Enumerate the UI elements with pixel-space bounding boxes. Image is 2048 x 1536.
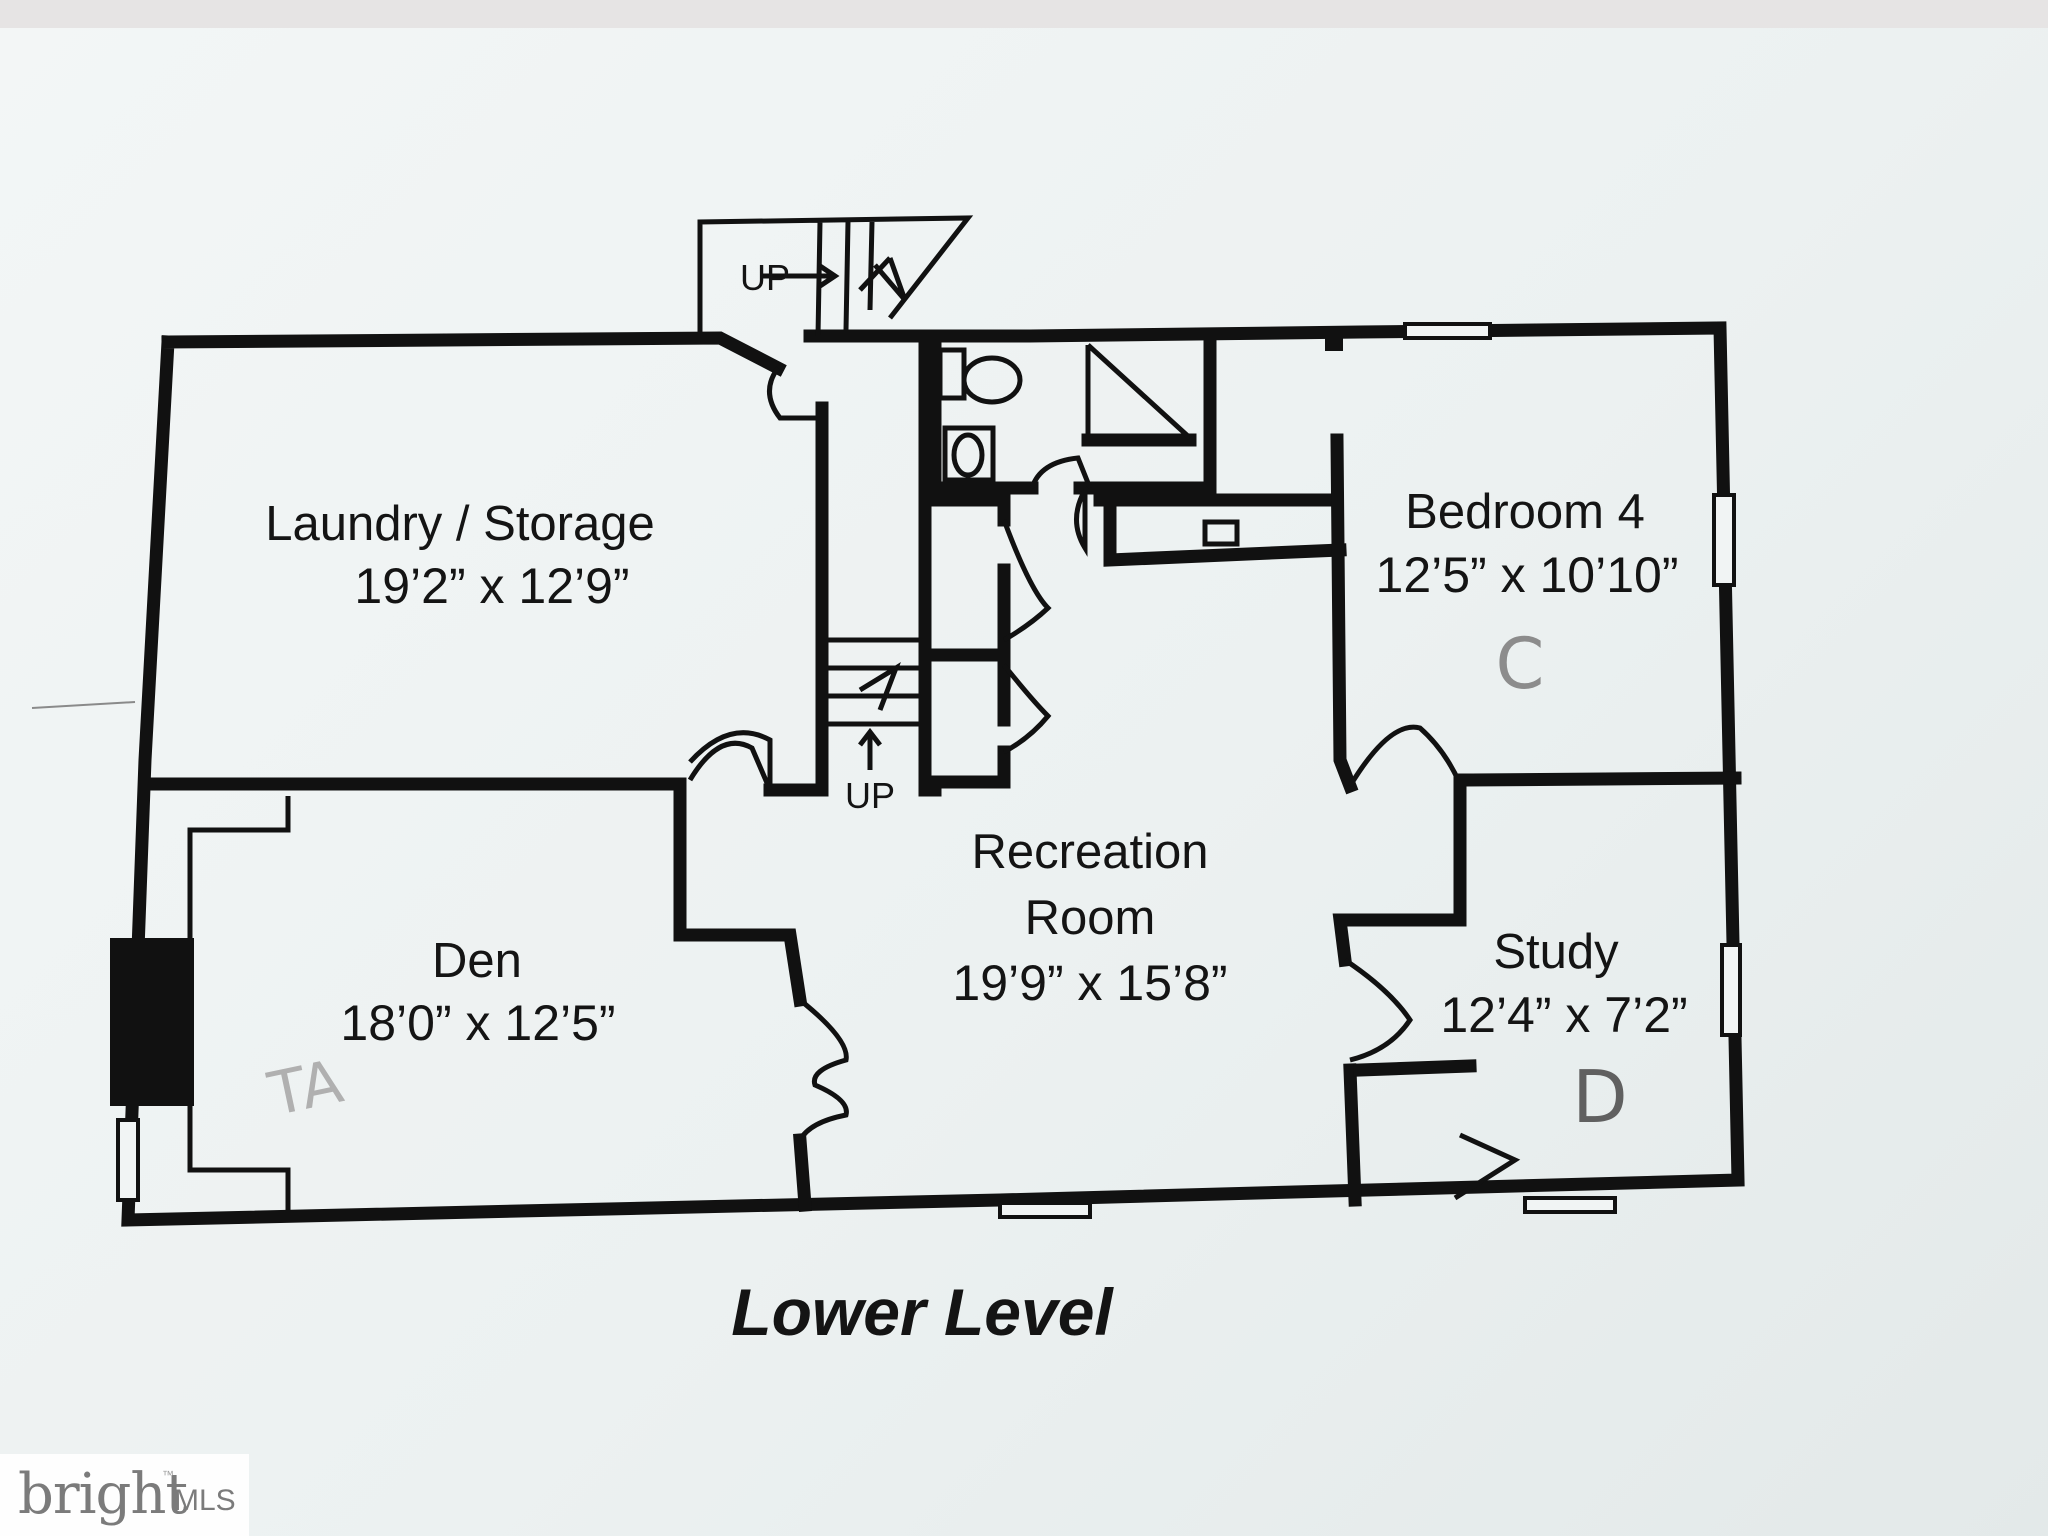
counter-sink [1202,519,1240,547]
wall-bedroom-left [1330,433,1359,795]
room-name-laundry: Laundry / Storage [265,497,655,551]
room-name-recreation-1: Recreation [972,825,1209,879]
study-door [1343,957,1414,1063]
laundry-corner-door [767,366,822,421]
wall-rec-left [673,777,812,1212]
stair-up-label-top: UP [740,257,790,298]
study-closet-door [1453,1132,1521,1201]
interior-stair-arrow [858,727,882,770]
laundry-door-swing [688,730,773,790]
shower [1085,343,1192,440]
toilet-tank [937,347,967,401]
wall-nub [1325,331,1343,351]
brand-trademark: ™ [162,1468,174,1482]
window-bedroom-top [1403,322,1492,340]
wall-closets [928,493,1011,789]
room-name-recreation-2: Room [1025,891,1156,945]
window-rec-bottom [998,1201,1092,1219]
sink-basin [951,432,985,478]
wall-bedroom-bottom [1465,771,1742,787]
bath-door-swing [1029,455,1093,489]
rec-bifold-door [797,998,849,1142]
room-dims-laundry: 19’2” x 12’9” [354,558,629,614]
closet-door-2 [1002,663,1052,755]
exterior-wall [121,321,1745,1227]
pencil-mark-c: C [1496,623,1545,705]
rec-door-left [687,740,773,791]
brand-suffix: MLS [174,1484,236,1517]
wall-stair-left [763,401,829,797]
room-dims-bedroom4: 12’5” x 10’10” [1376,547,1679,603]
den-fireplace [110,938,194,1106]
wall-counter [1103,501,1347,567]
toilet-bowl [961,355,1023,405]
den-fireplace-outline [187,796,291,1210]
den-window [116,1118,140,1202]
wall-study-closet [1353,1059,1477,1077]
pencil-stroke [31,701,136,709]
pencil-mark-ta: TA [262,1047,349,1131]
room-name-den: Den [432,934,522,988]
closet-door-1 [1001,519,1052,643]
room-name-study: Study [1493,925,1619,979]
rec-door-top [1074,488,1088,557]
window-bedroom-right [1712,493,1736,587]
room-dims-den: 18’0” x 12’5” [340,995,615,1051]
window-study-bottom [1523,1196,1617,1214]
brightmls-watermark: bright ™ MLS [0,1454,249,1536]
exterior-stair-arrow [760,256,908,302]
window-study-right [1720,943,1742,1037]
bedroom-door-swing [1347,724,1463,788]
interior-stair-treads [826,637,920,727]
stair-up-label-bottom: UP [845,775,895,816]
wall-bathroom [928,331,1217,495]
room-dims-recreation: 19’9” x 15’8” [952,955,1227,1011]
room-dims-study: 12’4” x 7’2” [1440,987,1687,1043]
room-name-bedroom4: Bedroom 4 [1405,485,1645,539]
pencil-mark-d: D [1572,1055,1627,1139]
brand-wordmark: bright [18,1462,188,1527]
wall-study-left [1332,773,1467,1207]
plan-title: Lower Level [731,1275,1114,1349]
wall-stair-right [918,331,942,797]
exterior-stair [697,215,974,337]
sink [942,425,996,483]
